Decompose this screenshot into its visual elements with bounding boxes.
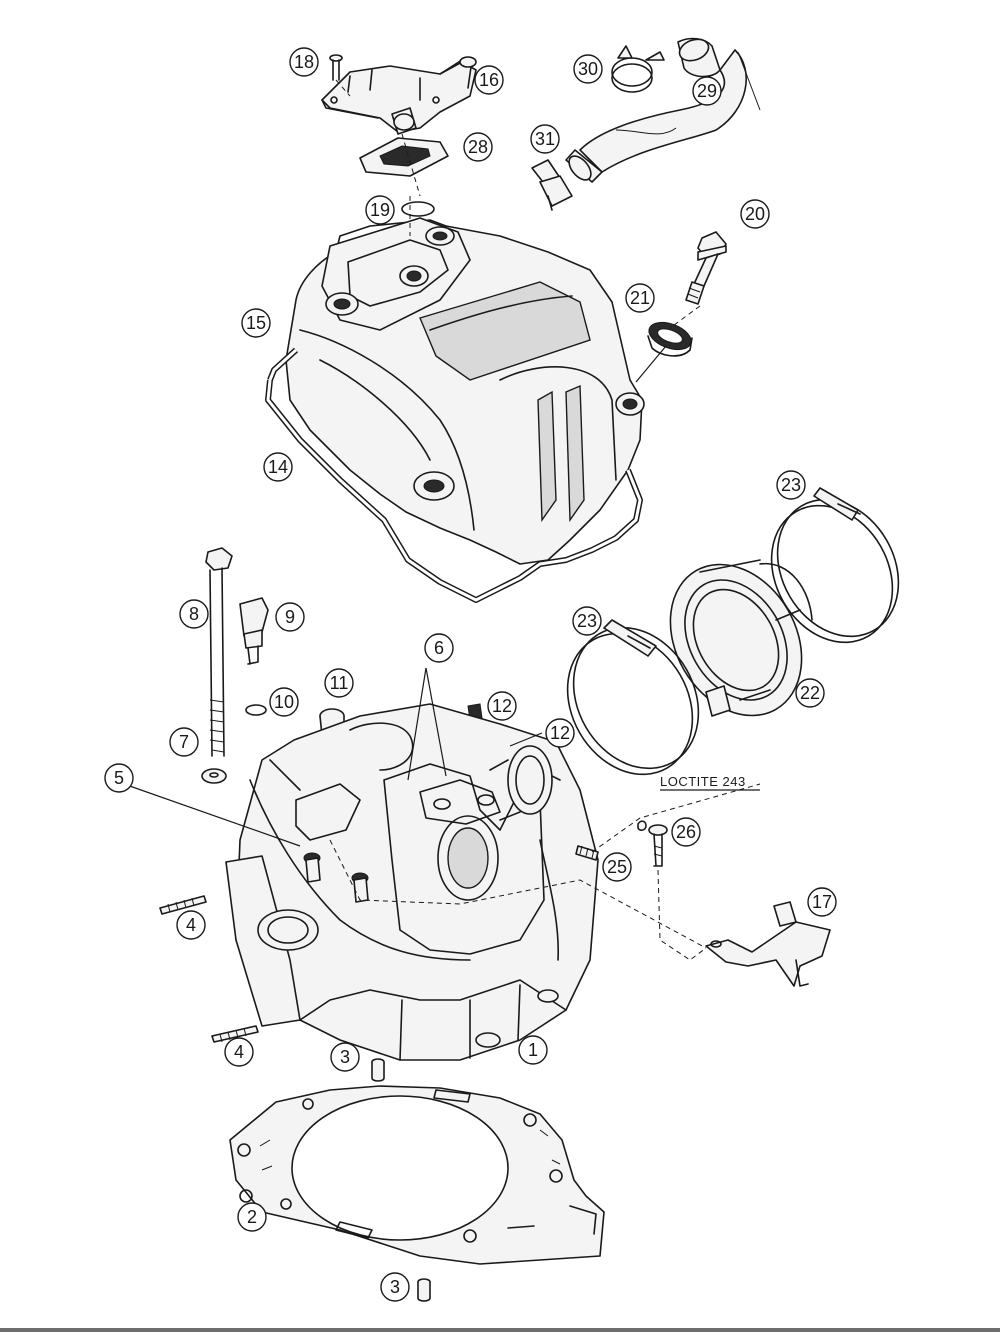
svg-text:23: 23 [577, 611, 597, 631]
callout-28: 28 [463, 132, 493, 162]
thermostat-gasket [359, 137, 449, 177]
callout-23-upper: 23 [776, 470, 806, 500]
svg-text:8: 8 [189, 604, 199, 624]
svg-text:16: 16 [479, 70, 499, 90]
temp-sensor-31 [531, 159, 573, 211]
svg-text:17: 17 [812, 892, 832, 912]
svg-text:9: 9 [285, 607, 295, 627]
o-ring-19 [401, 201, 435, 217]
callout-15: 15 [241, 308, 271, 338]
callout-6: 6 [424, 633, 454, 663]
droplet-loctite [637, 820, 647, 831]
callout-21: 21 [625, 283, 655, 313]
callout-3-lower: 3 [380, 1272, 410, 1302]
valve-cover [285, 217, 645, 565]
callout-25: 25 [602, 852, 632, 882]
svg-text:26: 26 [676, 822, 696, 842]
callout-4-lower: 4 [224, 1037, 254, 1067]
dowel-pin-3-lower [417, 1278, 431, 1302]
callout-14: 14 [263, 452, 293, 482]
svg-text:10: 10 [274, 692, 294, 712]
callout-5: 5 [104, 763, 134, 793]
callout-20: 20 [740, 199, 770, 229]
seal-washer-21 [647, 321, 693, 357]
callout-7: 7 [169, 727, 199, 757]
svg-text:12: 12 [492, 696, 512, 716]
cylinder-head-stud-8 [205, 547, 233, 757]
callout-10: 10 [269, 687, 299, 717]
svg-text:28: 28 [468, 137, 488, 157]
svg-text:29: 29 [697, 81, 717, 101]
svg-text:4: 4 [234, 1042, 244, 1062]
intake-port-12 [489, 745, 553, 821]
callout-12-upper: 12 [487, 691, 517, 721]
svg-text:3: 3 [340, 1047, 350, 1067]
valve-cover-gasket [265, 347, 643, 603]
svg-text:22: 22 [800, 683, 820, 703]
callout-30: 30 [573, 54, 603, 84]
svg-text:2: 2 [247, 1207, 257, 1227]
svg-text:7: 7 [179, 732, 189, 752]
svg-text:3: 3 [390, 1277, 400, 1297]
callout-8: 8 [179, 599, 209, 629]
dowel-pin-3-upper [371, 1058, 385, 1082]
svg-text:25: 25 [607, 857, 627, 877]
callout-9: 9 [275, 602, 305, 632]
washer-7 [201, 768, 227, 784]
o-ring-10 [245, 704, 267, 716]
coolant-hose [565, 37, 761, 183]
clamp-23-upper [770, 487, 900, 644]
svg-text:23: 23 [781, 475, 801, 495]
stud-4-upper [159, 895, 207, 915]
clamp-23-lower [566, 619, 700, 776]
stud-4-lower [211, 1025, 259, 1043]
thermostat-housing [321, 56, 477, 135]
cover-bolt-20 [685, 231, 727, 305]
callout-4-upper: 4 [176, 910, 206, 940]
bolt-18 [329, 54, 343, 81]
callout-1: 1 [518, 1035, 548, 1065]
svg-text:14: 14 [268, 457, 288, 477]
callout-12-lower: 12 [545, 718, 575, 748]
head-gasket [229, 1085, 605, 1265]
callout-23-lower: 23 [572, 606, 602, 636]
svg-text:5: 5 [114, 768, 124, 788]
svg-text:11: 11 [330, 673, 349, 693]
cylinder-head [225, 703, 599, 1061]
loctite-note: LOCTITE 243 [660, 774, 746, 789]
svg-text:15: 15 [246, 313, 266, 333]
callout-18: 18 [289, 47, 319, 77]
callout-29: 29 [692, 76, 722, 106]
callout-2: 2 [237, 1202, 267, 1232]
svg-text:30: 30 [578, 59, 598, 79]
bolt-26 [648, 824, 668, 867]
svg-text:6: 6 [434, 638, 444, 658]
svg-text:20: 20 [745, 204, 765, 224]
hose-clamp-30 [611, 45, 665, 93]
intake-boot [669, 559, 813, 717]
callout-26: 26 [671, 817, 701, 847]
callout-19: 19 [365, 195, 395, 225]
bottom-border [0, 1328, 1000, 1332]
svg-text:12: 12 [550, 723, 570, 743]
callout-11: 11 [324, 668, 354, 698]
callout-31: 31 [530, 124, 560, 154]
bracket-17 [705, 901, 831, 987]
svg-text:4: 4 [186, 915, 196, 935]
svg-text:19: 19 [370, 200, 390, 220]
callout-17: 17 [807, 887, 837, 917]
svg-text:31: 31 [535, 129, 555, 149]
svg-text:18: 18 [294, 52, 314, 72]
callout-16: 16 [474, 65, 504, 95]
callout-22: 22 [795, 678, 825, 708]
svg-text:1: 1 [528, 1040, 538, 1060]
temperature-sensor-9 [239, 597, 269, 665]
callout-3-upper: 3 [330, 1042, 360, 1072]
svg-text:21: 21 [630, 288, 650, 308]
